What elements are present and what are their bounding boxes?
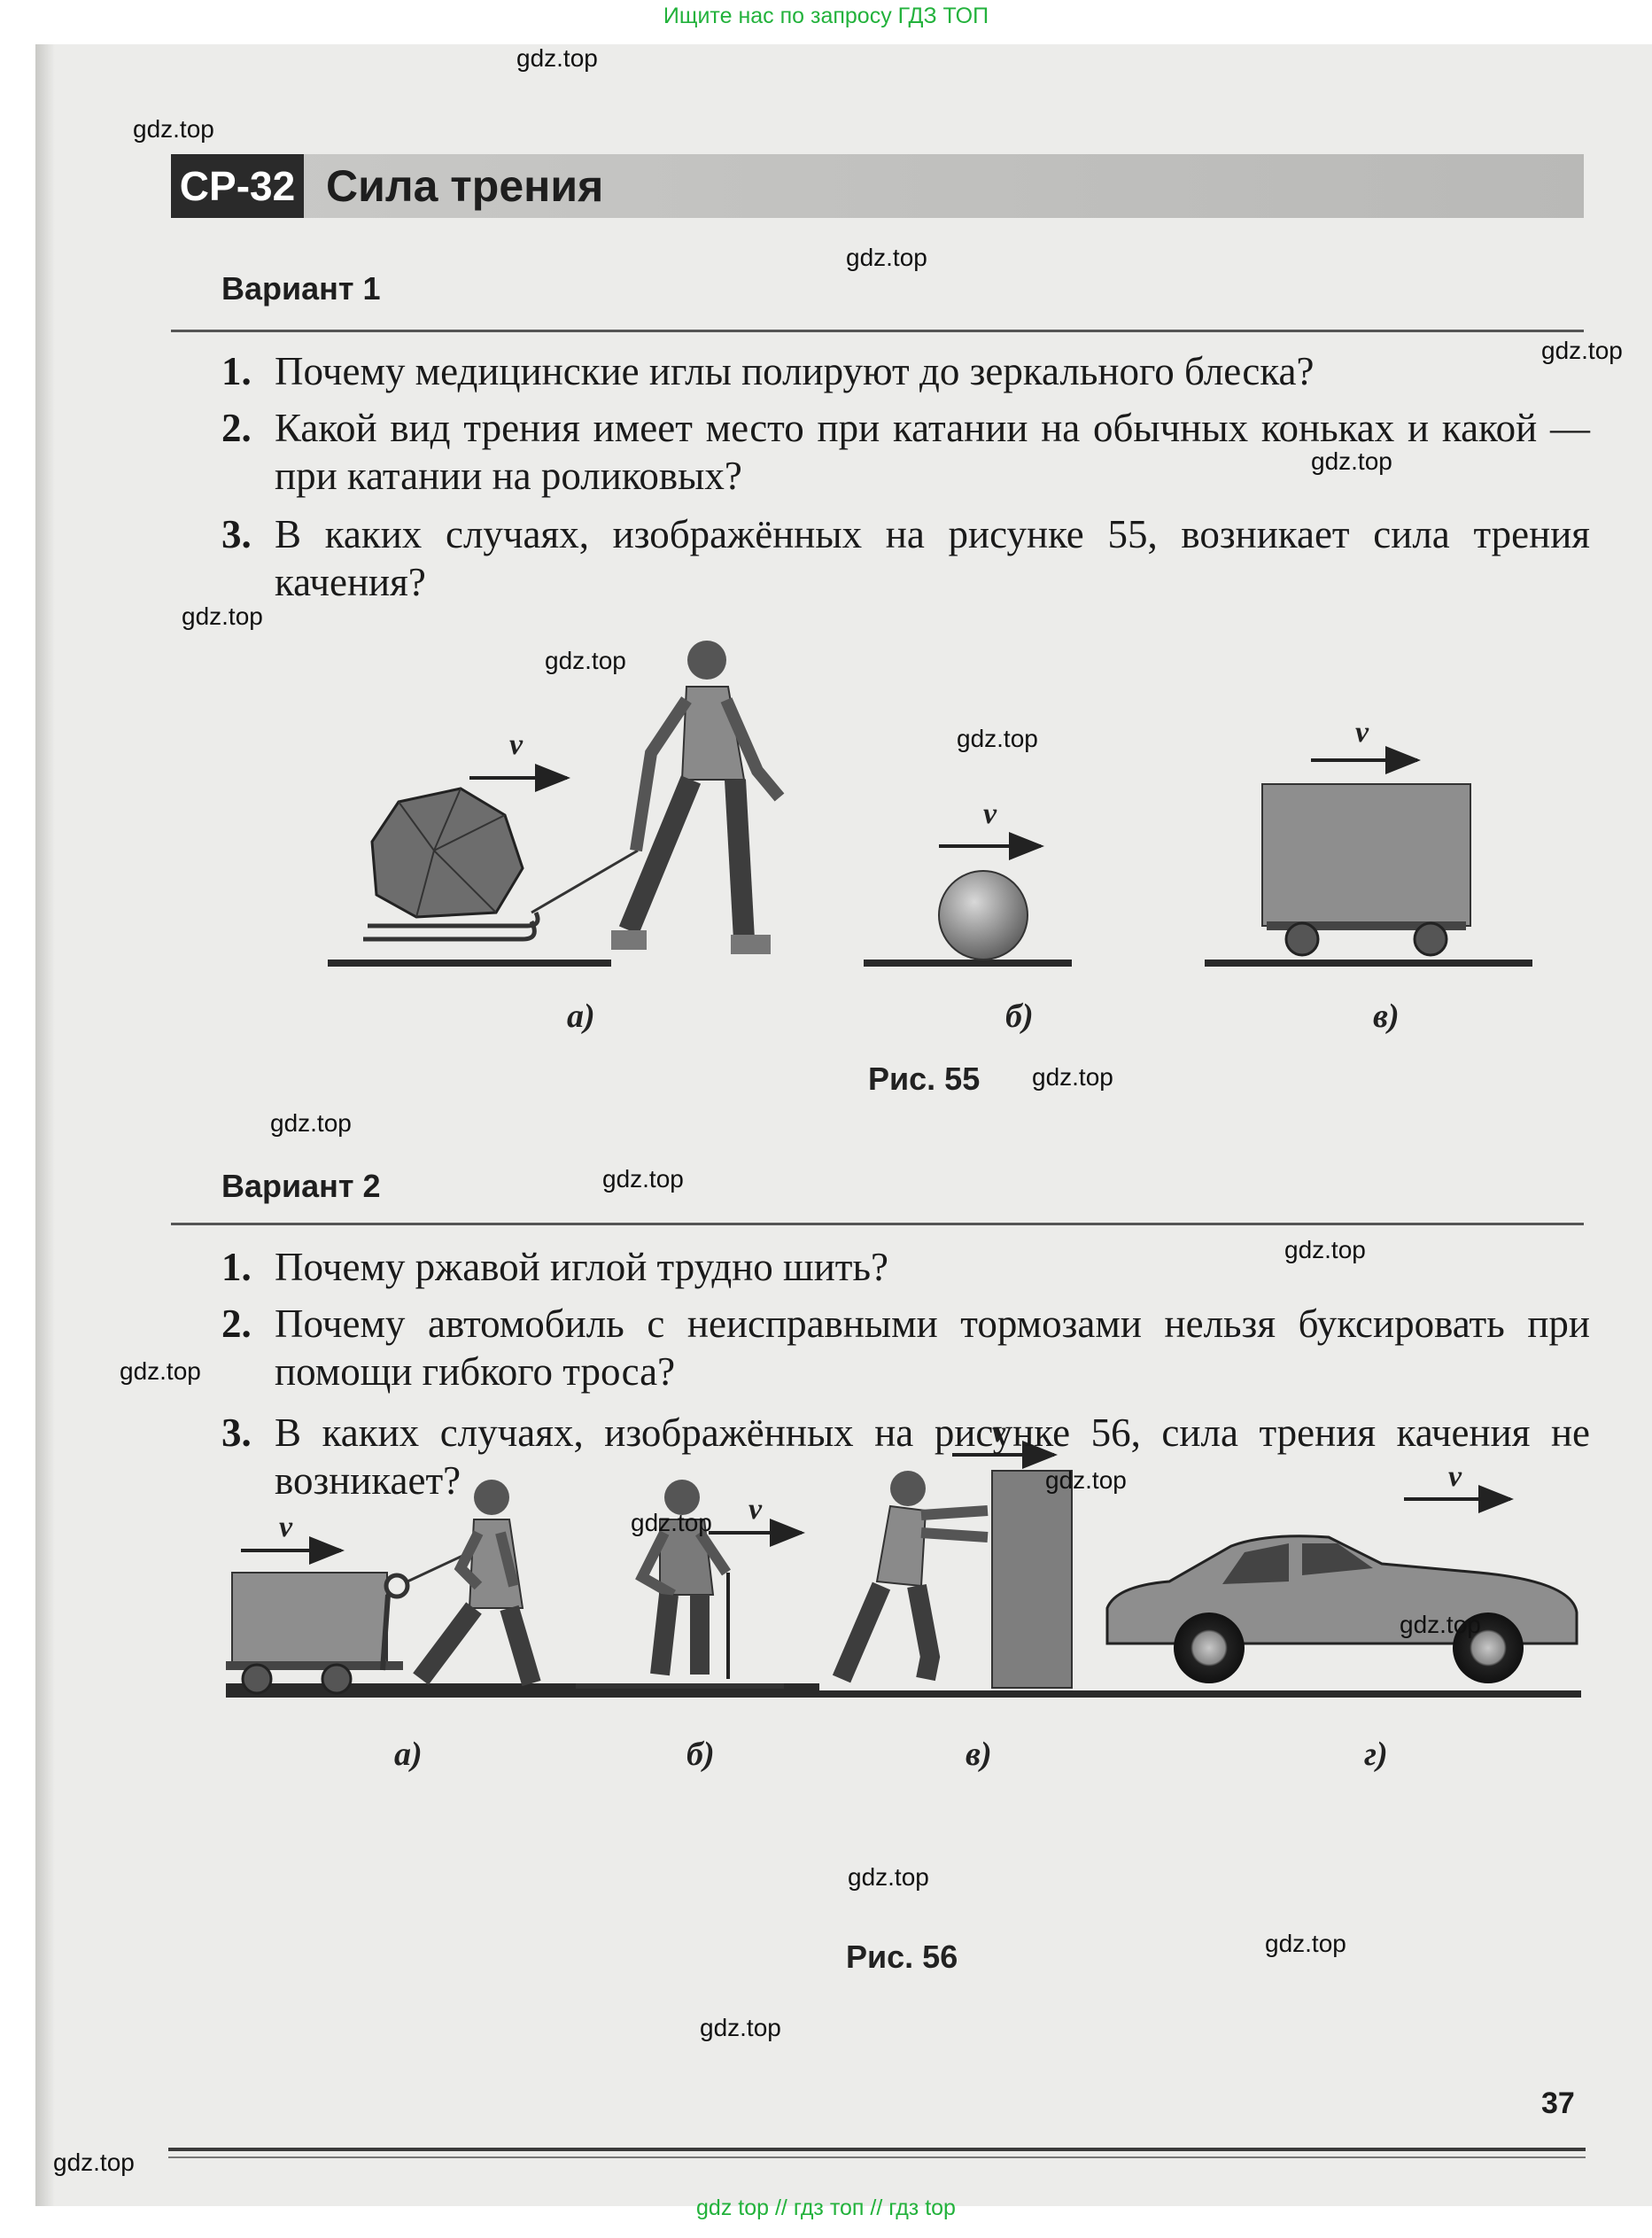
fig56-a-cart (226, 1536, 475, 1695)
watermark: gdz.top (700, 2014, 781, 2041)
watermark: gdz.top (1541, 337, 1623, 364)
watermark: gdz.top (1032, 1063, 1113, 1091)
fig55-caption: Рис. 55 (868, 1061, 981, 1097)
v1-question-2: 2. Какой вид трения имеет место при ката… (221, 404, 1590, 500)
book-page (35, 44, 1652, 2206)
bottom-search-link[interactable]: gdz top // гдз топ // гдз top (696, 2195, 956, 2220)
question-text: Почему ржавой иглой трудно шить? (275, 1245, 888, 1289)
ground-line (226, 1690, 1581, 1698)
question-number: 3. (221, 1410, 252, 1455)
fig55-label-b: б) (1005, 998, 1034, 1035)
velocity-label: v (1355, 716, 1369, 749)
watermark: gdz.top (1400, 1611, 1481, 1638)
velocity-label: v (992, 1416, 1006, 1449)
fig55-c-cart-scene (1205, 746, 1532, 967)
velocity-label: v (1448, 1460, 1462, 1493)
v2-question-2: 2. Почему автомобиль с неисправными торм… (221, 1300, 1590, 1395)
velocity-label: v (279, 1511, 293, 1543)
velocity-label: v (748, 1493, 763, 1526)
fig56-label-a: а) (394, 1736, 423, 1773)
question-text: Почему автомобиль с неисправными тормоза… (275, 1302, 1590, 1394)
title-bar (171, 154, 1584, 218)
fig56-d-car (1105, 1485, 1578, 1683)
question-text: Почему медицинские иглы полируют до зерк… (275, 349, 1315, 393)
watermark: gdz.top (602, 1165, 684, 1193)
velocity-label: v (509, 728, 524, 761)
watermark: gdz.top (957, 725, 1038, 752)
fig55-b-ball-scene (864, 832, 1072, 967)
watermark: gdz.top (846, 244, 927, 271)
bottom-rule (168, 2148, 1586, 2151)
variant1-label: Вариант 1 (221, 270, 381, 307)
watermark: gdz.top (270, 1109, 352, 1137)
watermark: gdz.top (1311, 447, 1392, 475)
fig56-label-b: б) (686, 1736, 715, 1773)
v2-question-3: 3. В каких случаях, изображённых на рису… (221, 1409, 1590, 1504)
top-search-link[interactable]: Ищите нас по запросу ГДЗ ТОП (663, 4, 989, 28)
fig56-a-person (413, 1480, 541, 1687)
watermark: gdz.top (545, 647, 626, 674)
watermark: gdz.top (133, 115, 214, 143)
fig56-a-cart-scene (226, 1683, 819, 1690)
watermark: gdz.top (1045, 1466, 1127, 1494)
section-code: СР-32 (171, 154, 304, 218)
page-number: 37 (1541, 2086, 1575, 2120)
fig55-a-sled-scene (328, 641, 785, 967)
question-number: 2. (221, 1302, 252, 1346)
watermark: gdz.top (631, 1509, 712, 1536)
question-number: 1. (221, 349, 252, 393)
fig55-label-c: в) (1373, 998, 1400, 1035)
bottom-rule-thin (168, 2156, 1586, 2158)
v2-question-1: 1. Почему ржавой иглой трудно шить? (221, 1243, 1590, 1291)
divider (171, 330, 1584, 332)
watermark: gdz.top (120, 1357, 201, 1385)
question-number: 3. (221, 512, 252, 556)
watermark: gdz.top (516, 44, 598, 72)
watermark: gdz.top (1284, 1236, 1366, 1263)
fig56-label-d: г) (1364, 1736, 1388, 1773)
page-shadow (35, 44, 55, 2206)
v1-question-3: 3. В каких случаях, изображённых на рису… (221, 510, 1590, 606)
variant2-label: Вариант 2 (221, 1168, 381, 1204)
velocity-label: v (983, 797, 997, 830)
watermark: gdz.top (848, 1863, 929, 1891)
fig56-label-c: в) (966, 1736, 992, 1773)
divider (171, 1223, 1584, 1225)
fig55-label-a: а) (567, 998, 595, 1035)
question-number: 2. (221, 406, 252, 450)
question-text: В каких случаях, изображённых на рисунке… (275, 512, 1590, 604)
question-number: 1. (221, 1245, 252, 1289)
fig56-c-push-block (832, 1441, 1073, 1689)
question-text: В каких случаях, изображённых на рисунке… (275, 1410, 1590, 1503)
watermark: gdz.top (1265, 1930, 1346, 1957)
v1-question-1: 1. Почему медицинские иглы полируют до з… (221, 347, 1590, 395)
page-title: Сила трения (326, 161, 604, 211)
watermark: gdz.top (53, 2149, 135, 2176)
fig56-caption: Рис. 56 (846, 1939, 958, 1975)
watermark: gdz.top (182, 602, 263, 630)
question-text: Какой вид трения имеет место при катании… (275, 406, 1590, 498)
fig56-b-skier (576, 1480, 805, 1689)
